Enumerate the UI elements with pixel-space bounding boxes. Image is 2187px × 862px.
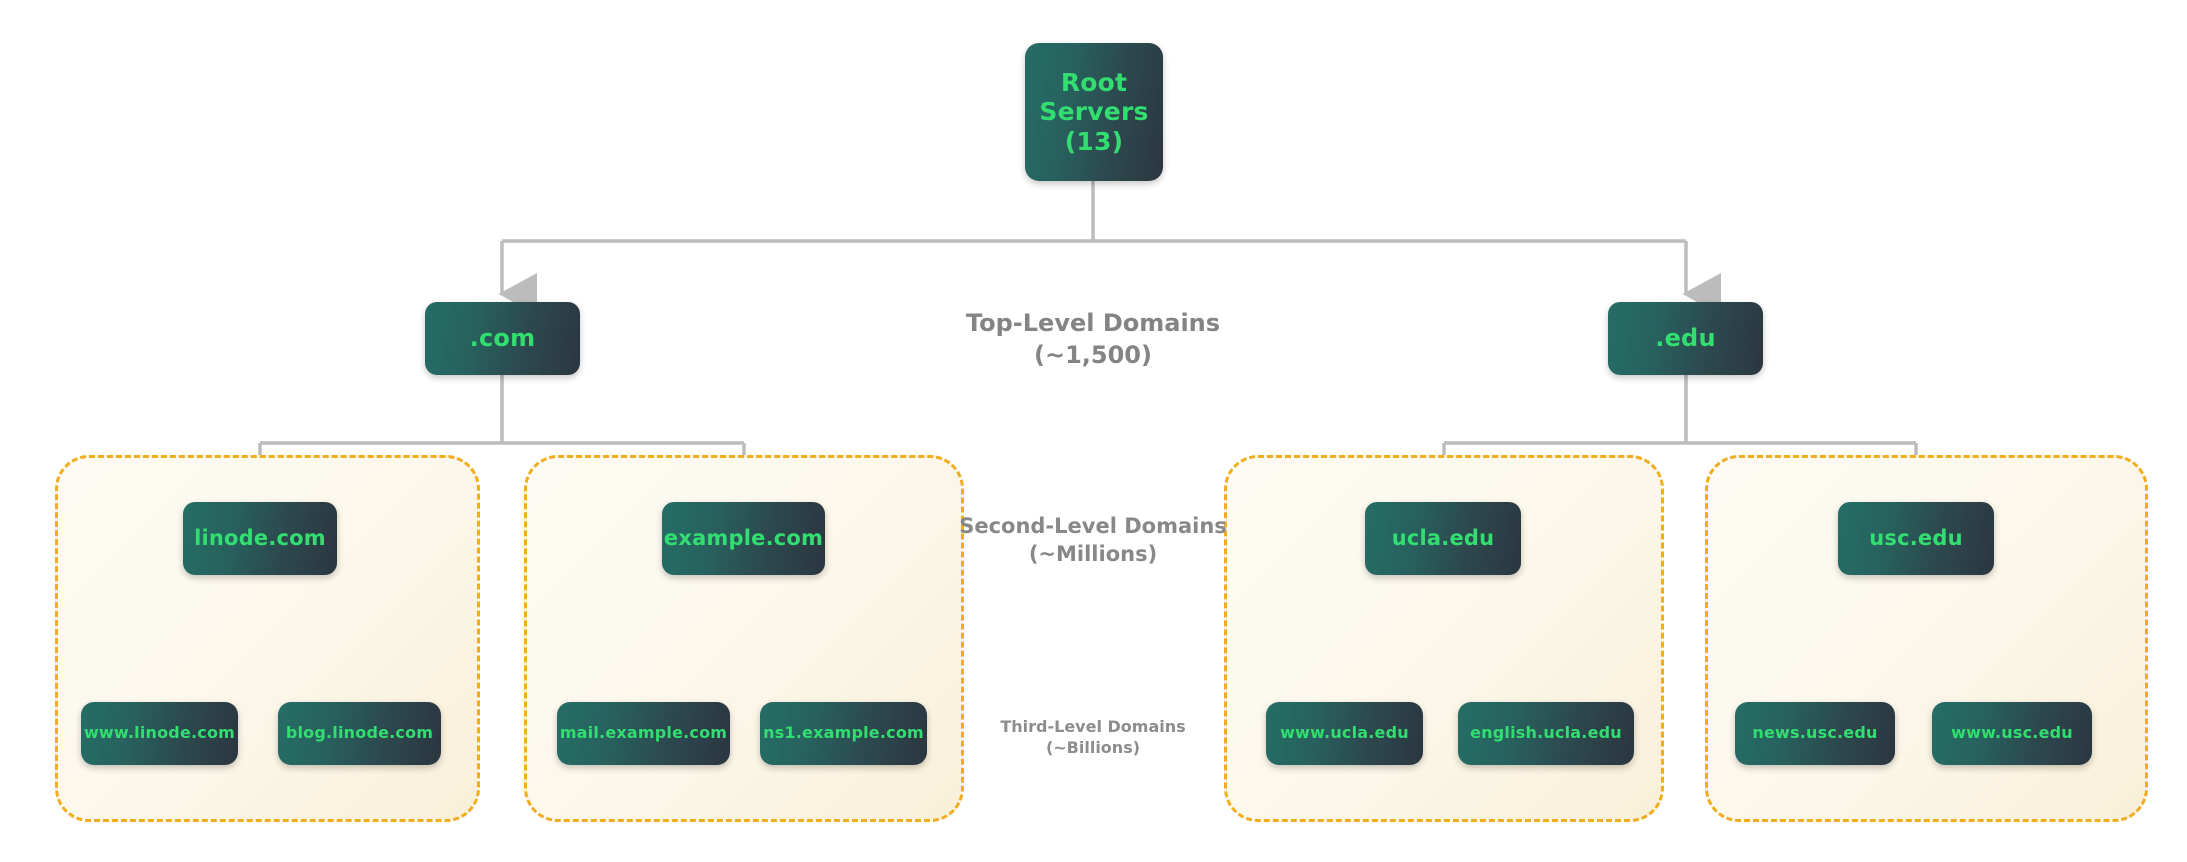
node-tld-com[interactable]: .com: [425, 302, 580, 375]
node-third-news-usc-edu[interactable]: news.usc.edu: [1735, 702, 1895, 765]
caption-second-level-domains: Second-Level Domains (~Millions): [959, 514, 1227, 566]
node-third-blog-linode-com[interactable]: blog.linode.com: [278, 702, 441, 765]
node-third-www-linode-com[interactable]: www.linode.com: [81, 702, 238, 765]
node-tld-edu[interactable]: .edu: [1608, 302, 1763, 375]
caption-third-level-domains: Third-Level Domains (~Billions): [1000, 717, 1186, 758]
node-sld-usc-edu[interactable]: usc.edu: [1838, 502, 1994, 575]
node-third-www-usc-edu[interactable]: www.usc.edu: [1932, 702, 2092, 765]
caption-top-level-domains: Top-Level Domains (~1,500): [965, 309, 1221, 369]
node-sld-ucla-edu[interactable]: ucla.edu: [1365, 502, 1521, 575]
node-root-servers[interactable]: Root Servers (13): [1025, 43, 1163, 181]
node-third-english-ucla-edu[interactable]: english.ucla.edu: [1458, 702, 1634, 765]
node-third-www-ucla-edu[interactable]: www.ucla.edu: [1266, 702, 1423, 765]
node-sld-linode-com[interactable]: linode.com: [183, 502, 337, 575]
node-third-mail-example-com[interactable]: mail.example.com: [557, 702, 730, 765]
node-third-ns1-example-com[interactable]: ns1.example.com: [760, 702, 927, 765]
node-sld-example-com[interactable]: example.com: [662, 502, 825, 575]
